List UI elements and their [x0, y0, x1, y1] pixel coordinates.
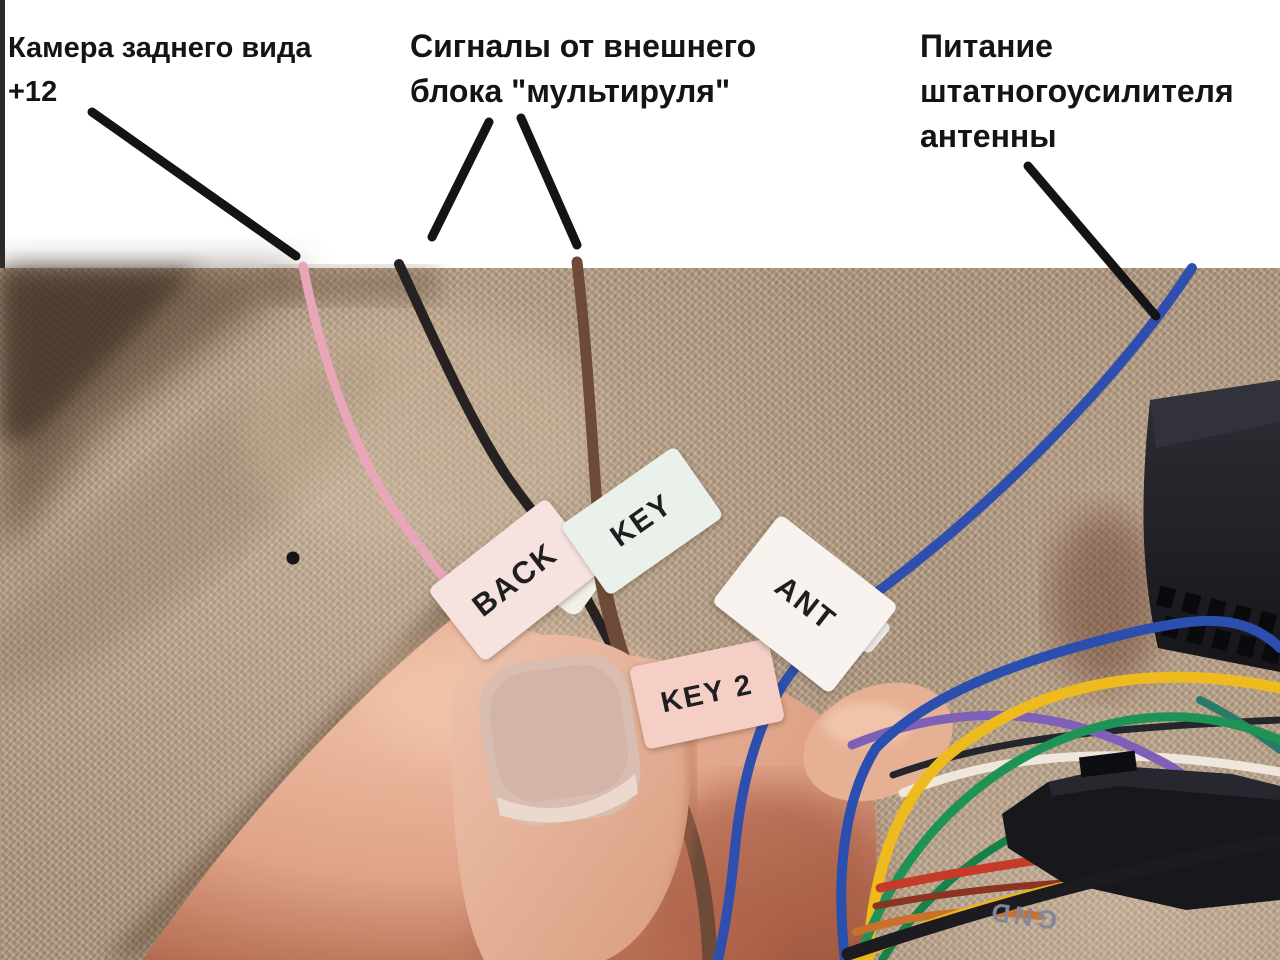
- caption-band: Камера заднего вида +12 Сигналы от внешн…: [0, 0, 1280, 268]
- caption-rear-camera-line1: Камера заднего вида: [8, 32, 312, 64]
- caption-steering-line1: Сигналы от внешнего: [410, 28, 757, 64]
- pointer-steering-wire-1: [427, 117, 494, 242]
- bundle-wire-purple: [847, 710, 1193, 783]
- caption-rear-camera-line2: +12: [8, 76, 58, 108]
- bundle-wire-white: [898, 751, 1280, 798]
- nail-tip: [497, 773, 638, 823]
- bundle-wire-yellow: [862, 671, 1280, 960]
- caption-antenna-line1: Питание: [920, 28, 1053, 64]
- gnd-wire: [841, 833, 1280, 960]
- wire-bundle: GND: [836, 615, 1280, 960]
- pointer-steering-wire-2: [516, 113, 582, 250]
- fabric-dot: [286, 551, 300, 565]
- caption-antenna-line2: штатногоусилителя: [920, 73, 1234, 109]
- gnd-marking: GND: [986, 896, 1059, 935]
- connector-shadow: [1050, 510, 1160, 690]
- connector-top-face: [1150, 380, 1280, 448]
- connector-latch: [1078, 750, 1138, 778]
- pointer-camera-wire: [87, 107, 301, 261]
- annotation-lines: [87, 107, 1161, 321]
- bundle-connector: [1002, 766, 1280, 910]
- caption-steering-line2: блока "мультируля": [410, 73, 731, 109]
- thumb-nail: [479, 654, 641, 826]
- caption-antenna-line3: антенны: [920, 118, 1057, 154]
- bundle-wire-blue: [836, 615, 1280, 960]
- connector-vent-grille: [1155, 585, 1280, 665]
- bundle-connector-top: [1048, 766, 1280, 800]
- connector-body: [1143, 380, 1280, 672]
- caption-antenna-power: Питание штатногоусилителя антенны: [920, 24, 1234, 159]
- caption-steering-signals: Сигналы от внешнего блока "мультируля": [410, 24, 756, 114]
- fold-shadow-corner: [0, 268, 200, 440]
- thumb: [451, 634, 698, 960]
- thumb-crease: [645, 719, 698, 953]
- caption-rear-camera: Камера заднего вида +12: [8, 26, 312, 114]
- photo-left-edge: [0, 0, 5, 268]
- pointer-antenna-wire: [1023, 161, 1161, 321]
